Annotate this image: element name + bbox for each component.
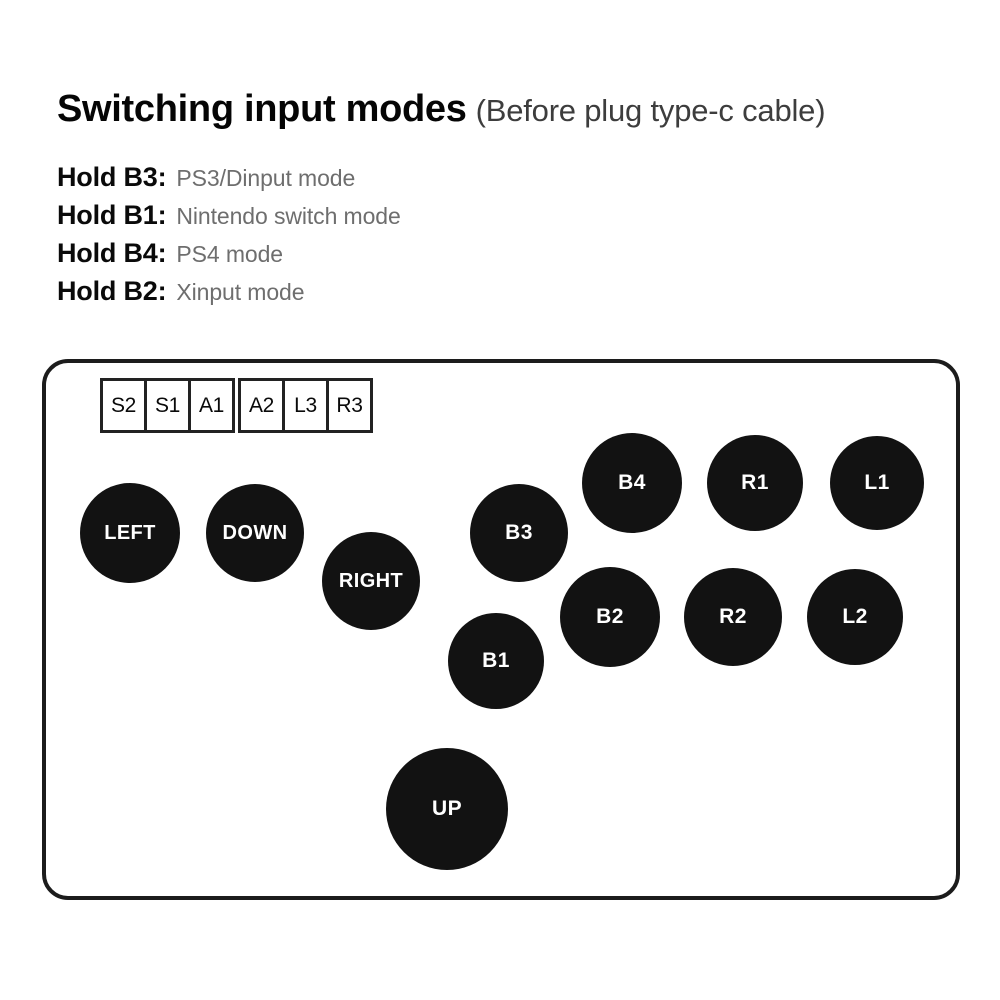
round-button-right[interactable]: RIGHT bbox=[322, 532, 420, 630]
aux-button-s2[interactable]: S2 bbox=[100, 378, 147, 433]
mode-description: Nintendo switch mode bbox=[176, 203, 401, 229]
round-button-l2[interactable]: L2 bbox=[807, 569, 903, 665]
round-button-left[interactable]: LEFT bbox=[80, 483, 180, 583]
mode-row: Hold B3: PS3/Dinput mode bbox=[57, 158, 677, 196]
mode-description: PS3/Dinput mode bbox=[176, 165, 356, 191]
round-button-up[interactable]: UP bbox=[386, 748, 508, 870]
heading-block: Switching input modes(Before plug type-c… bbox=[57, 90, 957, 128]
aux-button-s1[interactable]: S1 bbox=[144, 378, 191, 433]
title-line: Switching input modes(Before plug type-c… bbox=[57, 90, 957, 128]
mode-description: PS4 mode bbox=[176, 241, 284, 267]
page-title-note: (Before plug type-c cable) bbox=[475, 93, 826, 128]
round-button-b1[interactable]: B1 bbox=[448, 613, 544, 709]
round-button-r1[interactable]: R1 bbox=[707, 435, 803, 531]
mode-hold-key: Hold B1: bbox=[57, 200, 167, 230]
round-button-b4[interactable]: B4 bbox=[582, 433, 682, 533]
round-button-b2[interactable]: B2 bbox=[560, 567, 660, 667]
mode-hold-key: Hold B4: bbox=[57, 238, 167, 268]
mode-row: Hold B2: Xinput mode bbox=[57, 272, 677, 310]
round-button-r2[interactable]: R2 bbox=[684, 568, 782, 666]
mode-description: Xinput mode bbox=[176, 279, 305, 305]
aux-button-l3[interactable]: L3 bbox=[282, 378, 329, 433]
mode-hold-key: Hold B2: bbox=[57, 276, 167, 306]
page-title: Switching input modes bbox=[57, 88, 467, 130]
aux-button-r3[interactable]: R3 bbox=[326, 378, 373, 433]
mode-row: Hold B1: Nintendo switch mode bbox=[57, 196, 677, 234]
round-button-down[interactable]: DOWN bbox=[206, 484, 304, 582]
round-button-b3[interactable]: B3 bbox=[470, 484, 568, 582]
mode-hold-key: Hold B3: bbox=[57, 162, 167, 192]
round-button-l1[interactable]: L1 bbox=[830, 436, 924, 530]
mode-row: Hold B4: PS4 mode bbox=[57, 234, 677, 272]
aux-button-a2[interactable]: A2 bbox=[238, 378, 285, 433]
aux-button-a1[interactable]: A1 bbox=[188, 378, 235, 433]
